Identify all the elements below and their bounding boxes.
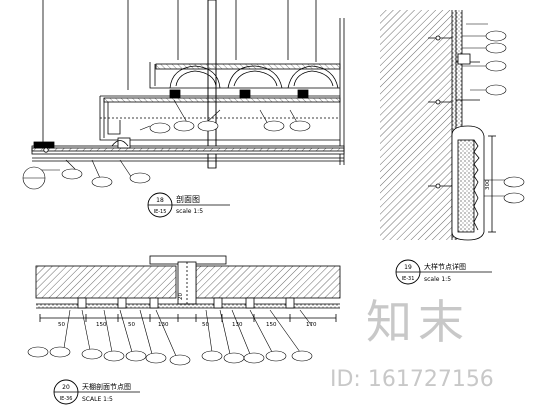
dim-left-2: 150 — [96, 322, 107, 328]
view-20-sheet: IE-36 — [60, 396, 73, 402]
view-19-number: 19 — [404, 264, 412, 271]
view-18-number: 18 — [156, 197, 164, 204]
view-19-title-block: 19 IE-31 大样节点详图 scale 1:5 — [395, 259, 492, 285]
watermark-id: ID: 161727156 — [330, 367, 494, 392]
view-18-scale: scale 1:5 — [176, 208, 203, 215]
view-20-callouts — [27, 309, 313, 366]
dim-slab-gap: 20 — [178, 293, 184, 300]
dim-left-3: 50 — [128, 322, 135, 328]
wall-panel-dimension: 300 — [485, 179, 491, 190]
view-19-title: 大样节点详图 — [424, 262, 466, 271]
view-18-title: 剖面图 — [176, 194, 200, 204]
dim-right-3: 150 — [266, 322, 277, 328]
watermark-logo: 知末 — [366, 295, 470, 349]
view-18-title-block: 18 IE-15 剖面图 scale 1:5 — [147, 192, 230, 218]
dim-right-2: 130 — [232, 322, 243, 328]
view-20-title: 天棚剖面节点图 — [82, 382, 131, 391]
view-19-sheet: IE-31 — [402, 276, 415, 282]
view-19-wall-section — [380, 10, 496, 241]
view-18-ceiling-section — [31, 0, 345, 169]
view-20-scale: SCALE 1:5 — [82, 396, 113, 403]
dim-right-1: 50 — [202, 322, 209, 328]
view-20-number: 20 — [62, 384, 70, 391]
view-18-callouts — [22, 99, 311, 190]
watermark: 知末 ID: 161727156 — [330, 295, 494, 392]
dim-left-1: 50 — [58, 322, 65, 328]
view-20-slab-section — [35, 255, 341, 322]
view-18-sheet: IE-15 — [154, 209, 167, 215]
dim-left-4: 130 — [158, 322, 169, 328]
view-19-callouts — [462, 23, 525, 204]
view-20-title-block: 20 IE-36 天棚剖面节点图 SCALE 1:5 — [53, 379, 140, 405]
view-19-scale: scale 1:5 — [424, 276, 451, 283]
